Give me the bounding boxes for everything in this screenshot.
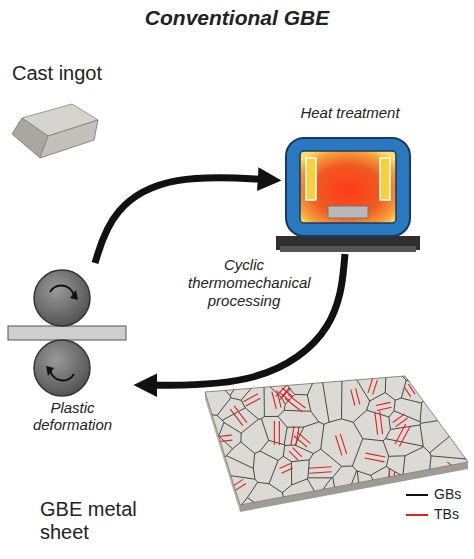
twin-boundary (377, 407, 392, 410)
twin-boundary (347, 484, 360, 500)
twin-boundary (272, 392, 276, 409)
furnace (276, 138, 420, 252)
twin-boundary (437, 374, 452, 384)
illustrated-step: Heat treatment (280, 100, 420, 252)
twin-boundary (207, 497, 219, 504)
twin-boundary (408, 384, 415, 394)
twin-boundary (288, 395, 305, 408)
cycle-arrow (143, 254, 345, 385)
twin-boundary (279, 392, 290, 401)
twin-boundary (250, 504, 270, 507)
step-caption: Heat treatment (280, 104, 420, 121)
twin-boundary (351, 390, 355, 406)
illustrated-step: Cast ingot (8, 62, 128, 170)
twin-boundary (375, 412, 378, 435)
twin-boundary (395, 424, 406, 444)
twin-boundary (280, 464, 291, 469)
twin-boundary (309, 472, 332, 474)
twin-boundary (387, 471, 390, 490)
twin-boundary (217, 435, 232, 437)
twin-boundary (285, 399, 302, 412)
twin-boundary (376, 402, 391, 405)
grain-boundaries (195, 365, 474, 515)
legend-item: GBs (404, 486, 472, 504)
twin-boundary (340, 434, 346, 454)
twin-boundary (282, 468, 293, 473)
title: Conventional GBE (0, 6, 474, 30)
twin-boundary (434, 404, 444, 414)
twin-boundary (373, 380, 378, 395)
twin-boundary (380, 411, 383, 434)
gbe-sheet (195, 363, 474, 515)
twin-boundary (392, 472, 395, 491)
legend-item: TBs (404, 506, 472, 524)
step-caption: GBE metal sheet (40, 498, 148, 544)
legend-text: TBs (434, 506, 459, 522)
twin-boundary (336, 435, 342, 455)
twin-boundary (444, 466, 457, 475)
twin-boundary (365, 458, 385, 462)
twin-boundary (279, 421, 280, 445)
step-caption: Cast ingot (12, 62, 128, 85)
illustrated-step: Plastic deformation (5, 265, 135, 445)
twin-boundary (462, 503, 468, 515)
twin-boundary (447, 462, 460, 471)
cycle-arrow (95, 178, 272, 263)
cast-ingot (12, 104, 98, 158)
twin-boundary (412, 366, 420, 382)
twin-boundary (249, 509, 269, 512)
twin-boundary (368, 378, 373, 393)
legend-text: GBs (434, 486, 461, 502)
twin-boundary (274, 421, 275, 445)
twin-boundary (243, 394, 258, 402)
twin-boundary (356, 388, 360, 404)
twin-boundary (399, 426, 410, 446)
twin-boundary (434, 370, 449, 380)
legend-line (404, 486, 430, 504)
twin-boundary (289, 451, 298, 460)
twin-boundary (404, 387, 411, 397)
process-label: Cyclic thermomechanical processing (188, 256, 300, 310)
twin-boundary (291, 426, 294, 445)
twin-boundary (205, 501, 217, 508)
twin-boundary (224, 479, 243, 492)
twin-boundary (407, 363, 415, 379)
twin-boundary (294, 436, 307, 447)
twin-boundary (296, 427, 299, 446)
twin-boundary (217, 440, 232, 442)
twin-boundary (366, 453, 386, 457)
step-caption: Plastic deformation (15, 399, 130, 434)
twin-boundary (297, 432, 310, 443)
twin-boundary (234, 406, 247, 423)
legend-line (404, 506, 430, 524)
twin-boundary (227, 484, 246, 497)
twin-boundary (230, 409, 243, 426)
twin-boundary (393, 414, 405, 423)
twin-boundary (309, 467, 332, 469)
twin-boundary (351, 487, 364, 503)
twin-boundary (430, 408, 440, 418)
illustrated-step: GBE metal sheet (10, 372, 470, 552)
rolling-mill (8, 270, 126, 396)
